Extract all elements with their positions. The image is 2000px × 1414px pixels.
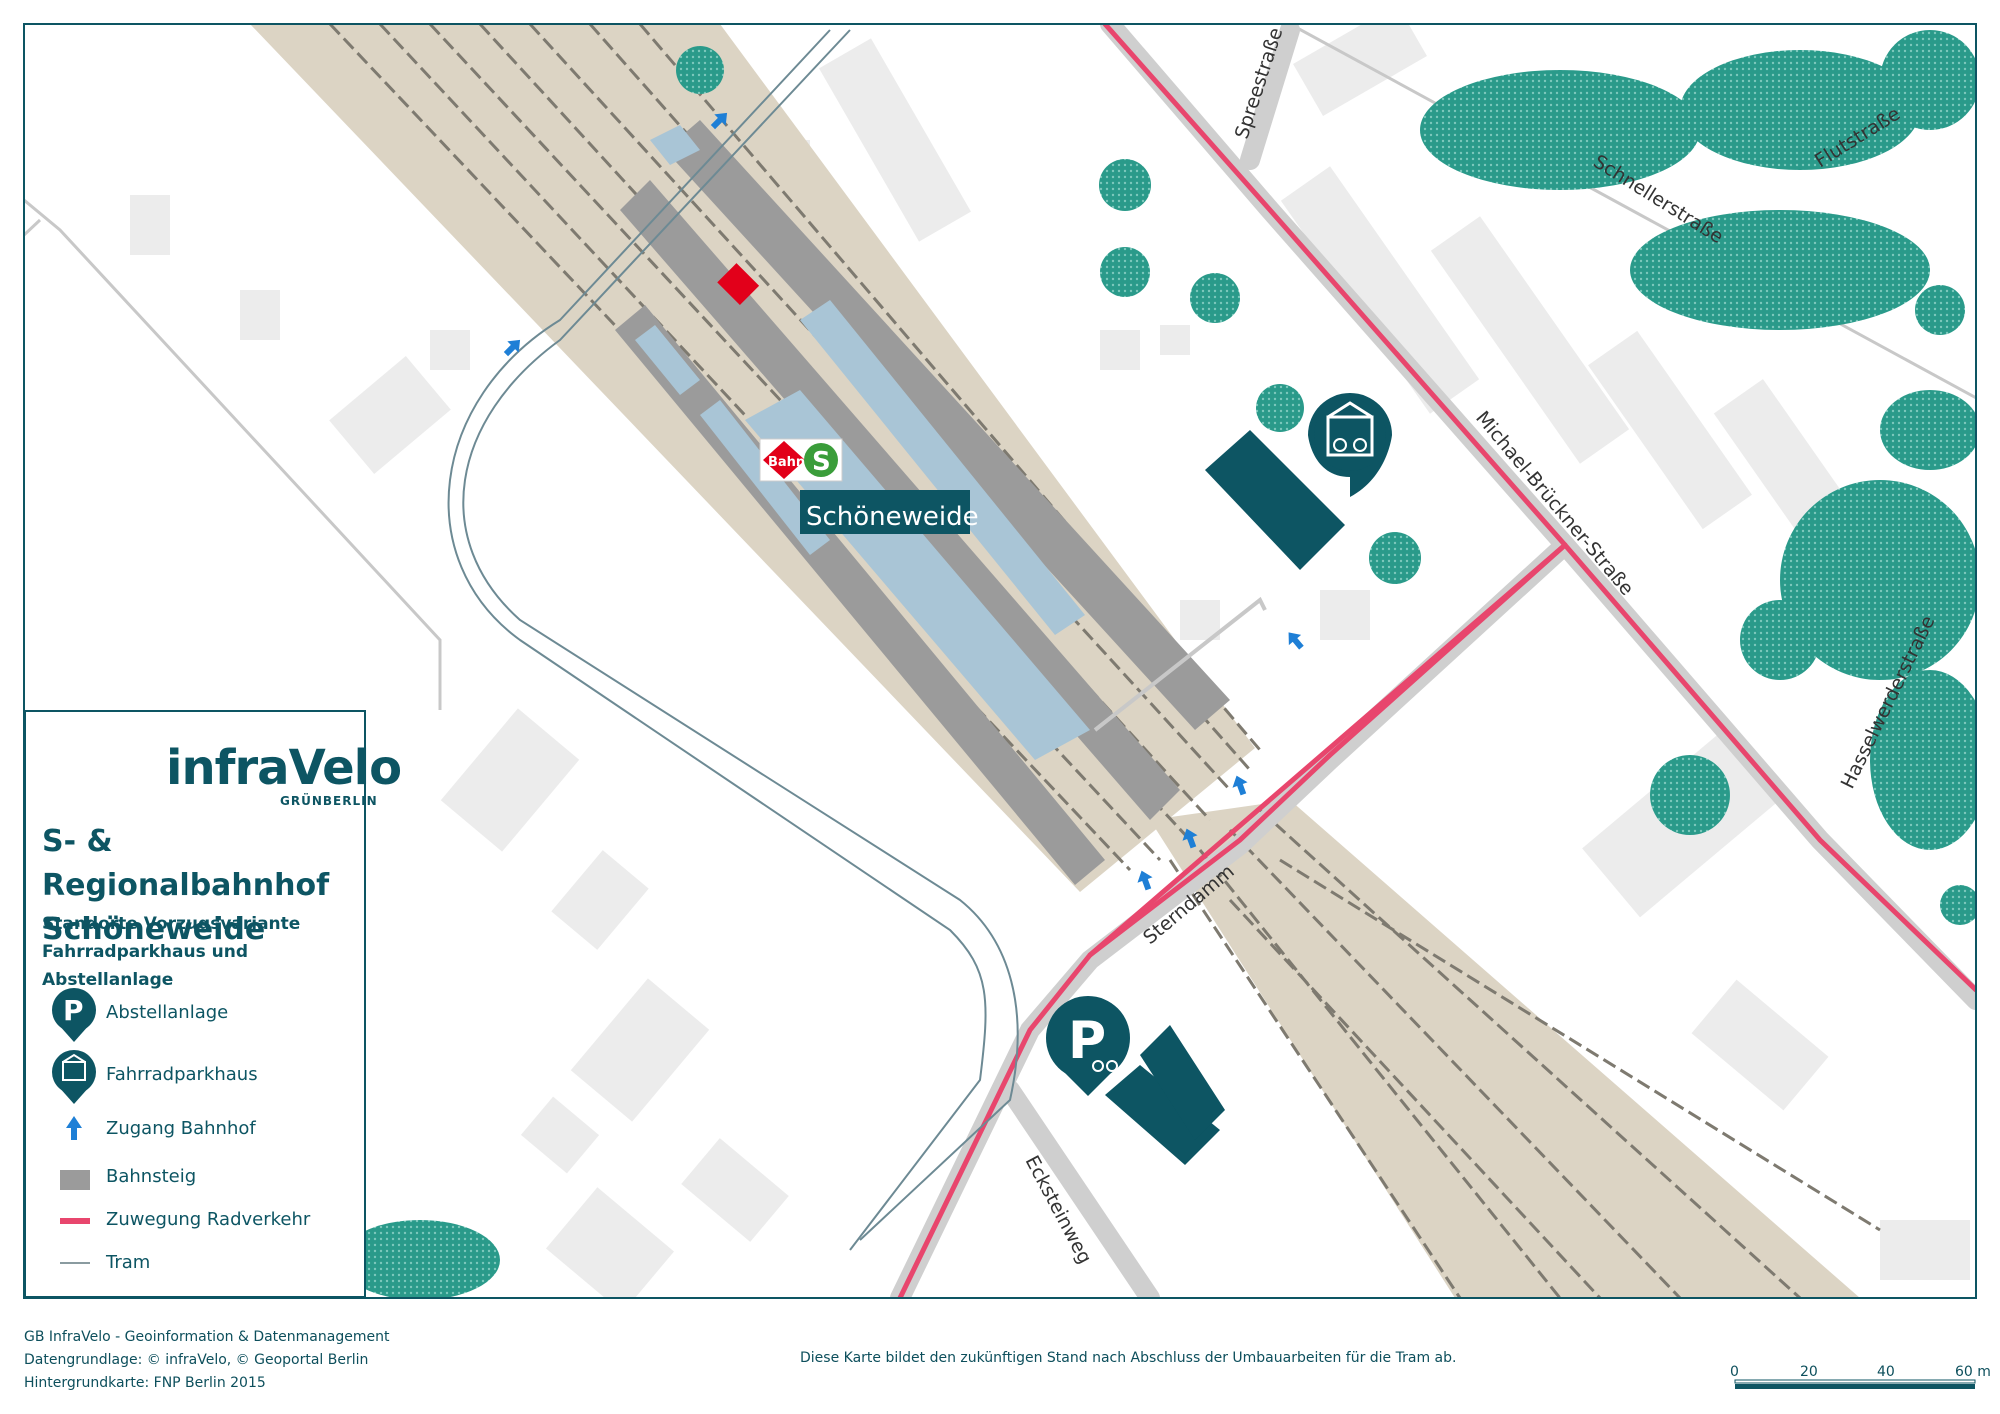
station-name: Schöneweide (806, 502, 979, 532)
legend-title-line2: Schöneweide (42, 912, 266, 947)
svg-text:P: P (63, 994, 84, 1027)
legend-subtitle-line2: Fahrradparkhaus und Abstellanlage (42, 942, 249, 990)
scale-label-0: 0 (1730, 1364, 1739, 1380)
legend-item-tram: Tram (106, 1252, 151, 1273)
bike-garage-pin-icon (1308, 393, 1392, 497)
buildings (130, 24, 1970, 1298)
legend-pink-line-icon (60, 1218, 90, 1224)
legend-symbols: P (52, 988, 96, 1264)
station-label: Schöneweide (800, 490, 979, 534)
legend-item-fahrradparkhaus: Fahrradparkhaus (106, 1064, 258, 1085)
sbahn-logo (804, 443, 838, 477)
scale-label-20: 20 (1800, 1364, 1818, 1380)
legend-item-bahnsteig: Bahnsteig (106, 1166, 197, 1187)
legend-item-zuwegung-radverkehr: Zuwegung Radverkehr (106, 1209, 311, 1230)
station-access-arrows (503, 112, 1304, 891)
legend-subtitle-line1: Standorte Vorzugsvariante (42, 914, 301, 934)
legend-title-line1: S- & Regionalbahnhof (42, 824, 330, 903)
bike-garage-building (1205, 430, 1345, 570)
footer-line2: Datengrundlage: © infraVelo, © Geoportal… (24, 1352, 369, 1368)
footer-line1: GB InfraVelo - Geoinformation & Datenman… (24, 1329, 390, 1345)
legend-parking-pin-icon: P (52, 988, 96, 1042)
legend-grey-rectangle-icon (60, 1170, 90, 1190)
footer-line3: Hintergrundkarte: FNP Berlin 2015 (24, 1375, 266, 1391)
bike-access-routes (897, 24, 1976, 1298)
legend-panel: infraVelo GRÜNBERLIN S- & Regionalbahnho… (24, 710, 402, 1298)
footer-note: Diese Karte bildet den zukünftigen Stand… (800, 1350, 1457, 1366)
svg-text:S: S (812, 447, 831, 477)
footer-credits: GB InfraVelo - Geoinformation & Datenman… (24, 1326, 389, 1395)
tram-loop (447, 29, 1019, 1251)
infravelo-logo: infraVelo (166, 740, 402, 796)
scale-label-40: 40 (1877, 1364, 1895, 1380)
legend-blue-arrow-icon (66, 1116, 82, 1140)
infravelo-logo-sub: GRÜNBERLIN (280, 794, 378, 808)
legend-grey-line-icon (60, 1262, 90, 1264)
scale-bar (1734, 1379, 1976, 1389)
legend-bike-garage-pin-icon (52, 1050, 96, 1104)
legend-title: S- & Regionalbahnhof Schöneweide (42, 820, 362, 952)
db-logo: Bahn S (717, 263, 843, 482)
bike-parking-building (1105, 1025, 1225, 1165)
legend-item-zugang-bahnhof: Zugang Bahnhof (106, 1118, 256, 1139)
trees (340, 30, 1976, 1298)
legend-item-abstellanlage: Abstellanlage (106, 1002, 229, 1023)
scale-label-60: 60 m (1955, 1364, 1991, 1380)
svg-text:Bahn: Bahn (768, 455, 805, 470)
legend-subtitle: Standorte Vorzugsvariante Fahrradparkhau… (42, 910, 362, 994)
parking-pin-icon: P (1046, 996, 1130, 1096)
map-frame (23, 23, 1977, 1299)
walkways (1093, 596, 1267, 732)
property-lines (24, 24, 1976, 710)
